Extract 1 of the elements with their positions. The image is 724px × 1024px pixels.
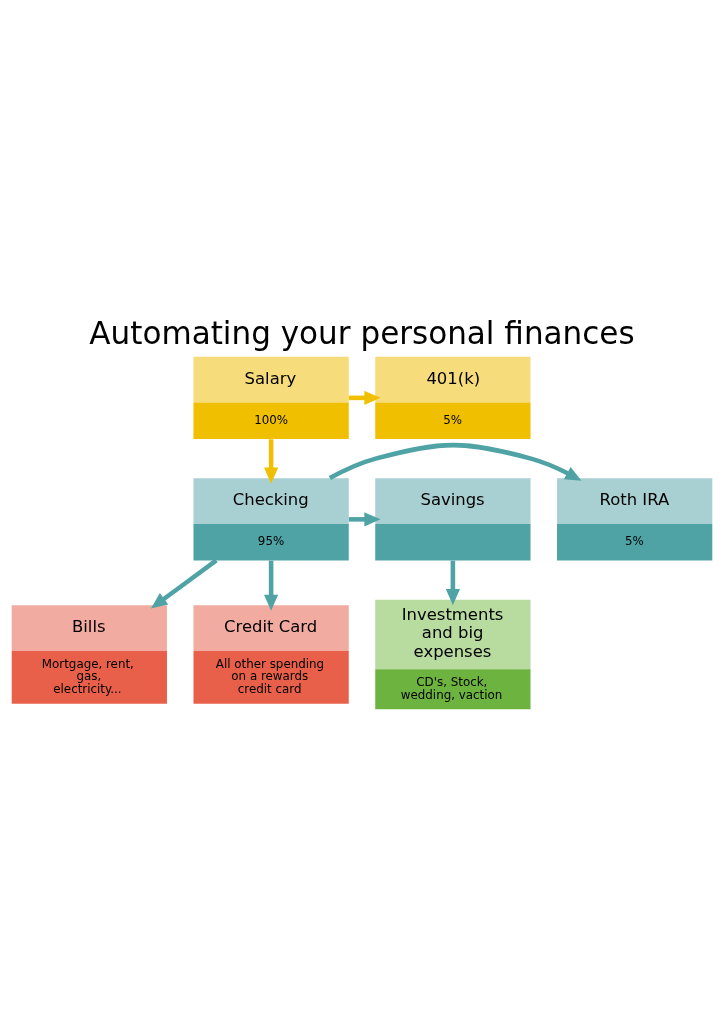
diagram-title: Automating your personal finances <box>89 314 635 351</box>
